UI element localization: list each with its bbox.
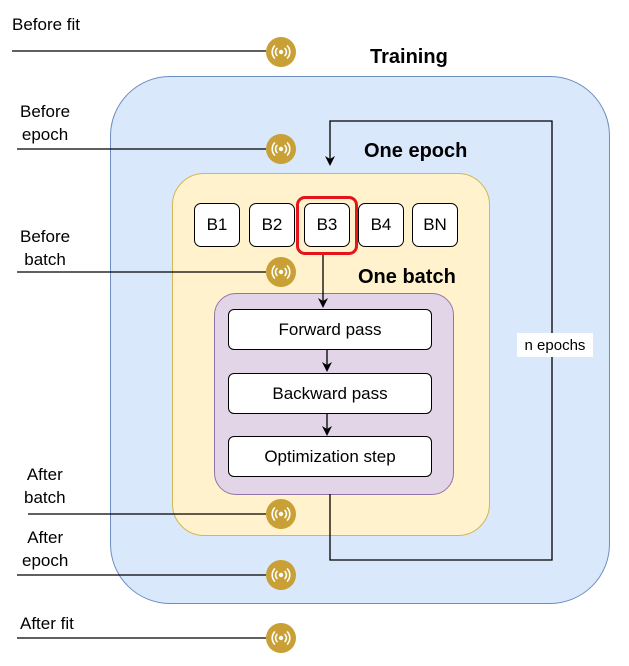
backward-pass-step: Backward pass	[228, 373, 432, 414]
after-epoch-label-line1: After	[27, 528, 64, 547]
after-epoch-label: After epoch	[22, 526, 68, 572]
epoch-title: One epoch	[364, 140, 468, 162]
batch-chip-bn: BN	[412, 203, 458, 247]
after-epoch-label-line2: epoch	[22, 551, 69, 570]
batch-chip-b3: B3	[304, 203, 350, 247]
before-epoch-label-line1: Before	[20, 102, 71, 121]
current-batch-highlight	[296, 196, 358, 255]
before-batch-hook-icon	[266, 257, 296, 287]
after-fit-label-line1: After fit	[20, 614, 74, 633]
training-title: Training	[370, 46, 448, 68]
batch-chip-b4: B4	[358, 203, 404, 247]
before-batch-label-line1: Before	[20, 227, 71, 246]
after-batch-label-line1: After	[26, 465, 63, 484]
after-batch-hook-icon	[266, 499, 296, 529]
before-epoch-label: Before epoch	[20, 100, 70, 146]
before-fit-hook-icon	[266, 37, 296, 67]
before-fit-label-line1: Before fit	[12, 15, 81, 34]
forward-pass-step: Forward pass	[228, 309, 432, 350]
after-fit-hook-icon	[266, 623, 296, 653]
optimization-step: Optimization step	[228, 436, 432, 477]
after-batch-label: After batch	[24, 463, 66, 509]
before-batch-label-line2: batch	[24, 250, 66, 269]
after-batch-label-line2: batch	[24, 488, 66, 507]
before-epoch-hook-icon	[266, 134, 296, 164]
before-batch-label: Before batch	[20, 225, 70, 271]
before-fit-label: Before fit	[12, 13, 80, 36]
batch-title: One batch	[358, 266, 456, 288]
batch-chip-b1: B1	[194, 203, 240, 247]
after-fit-label: After fit	[20, 612, 74, 635]
after-epoch-hook-icon	[266, 560, 296, 590]
before-epoch-label-line2: epoch	[21, 125, 69, 144]
batch-chip-b2: B2	[249, 203, 295, 247]
n-epochs-label: n epochs	[517, 333, 593, 357]
